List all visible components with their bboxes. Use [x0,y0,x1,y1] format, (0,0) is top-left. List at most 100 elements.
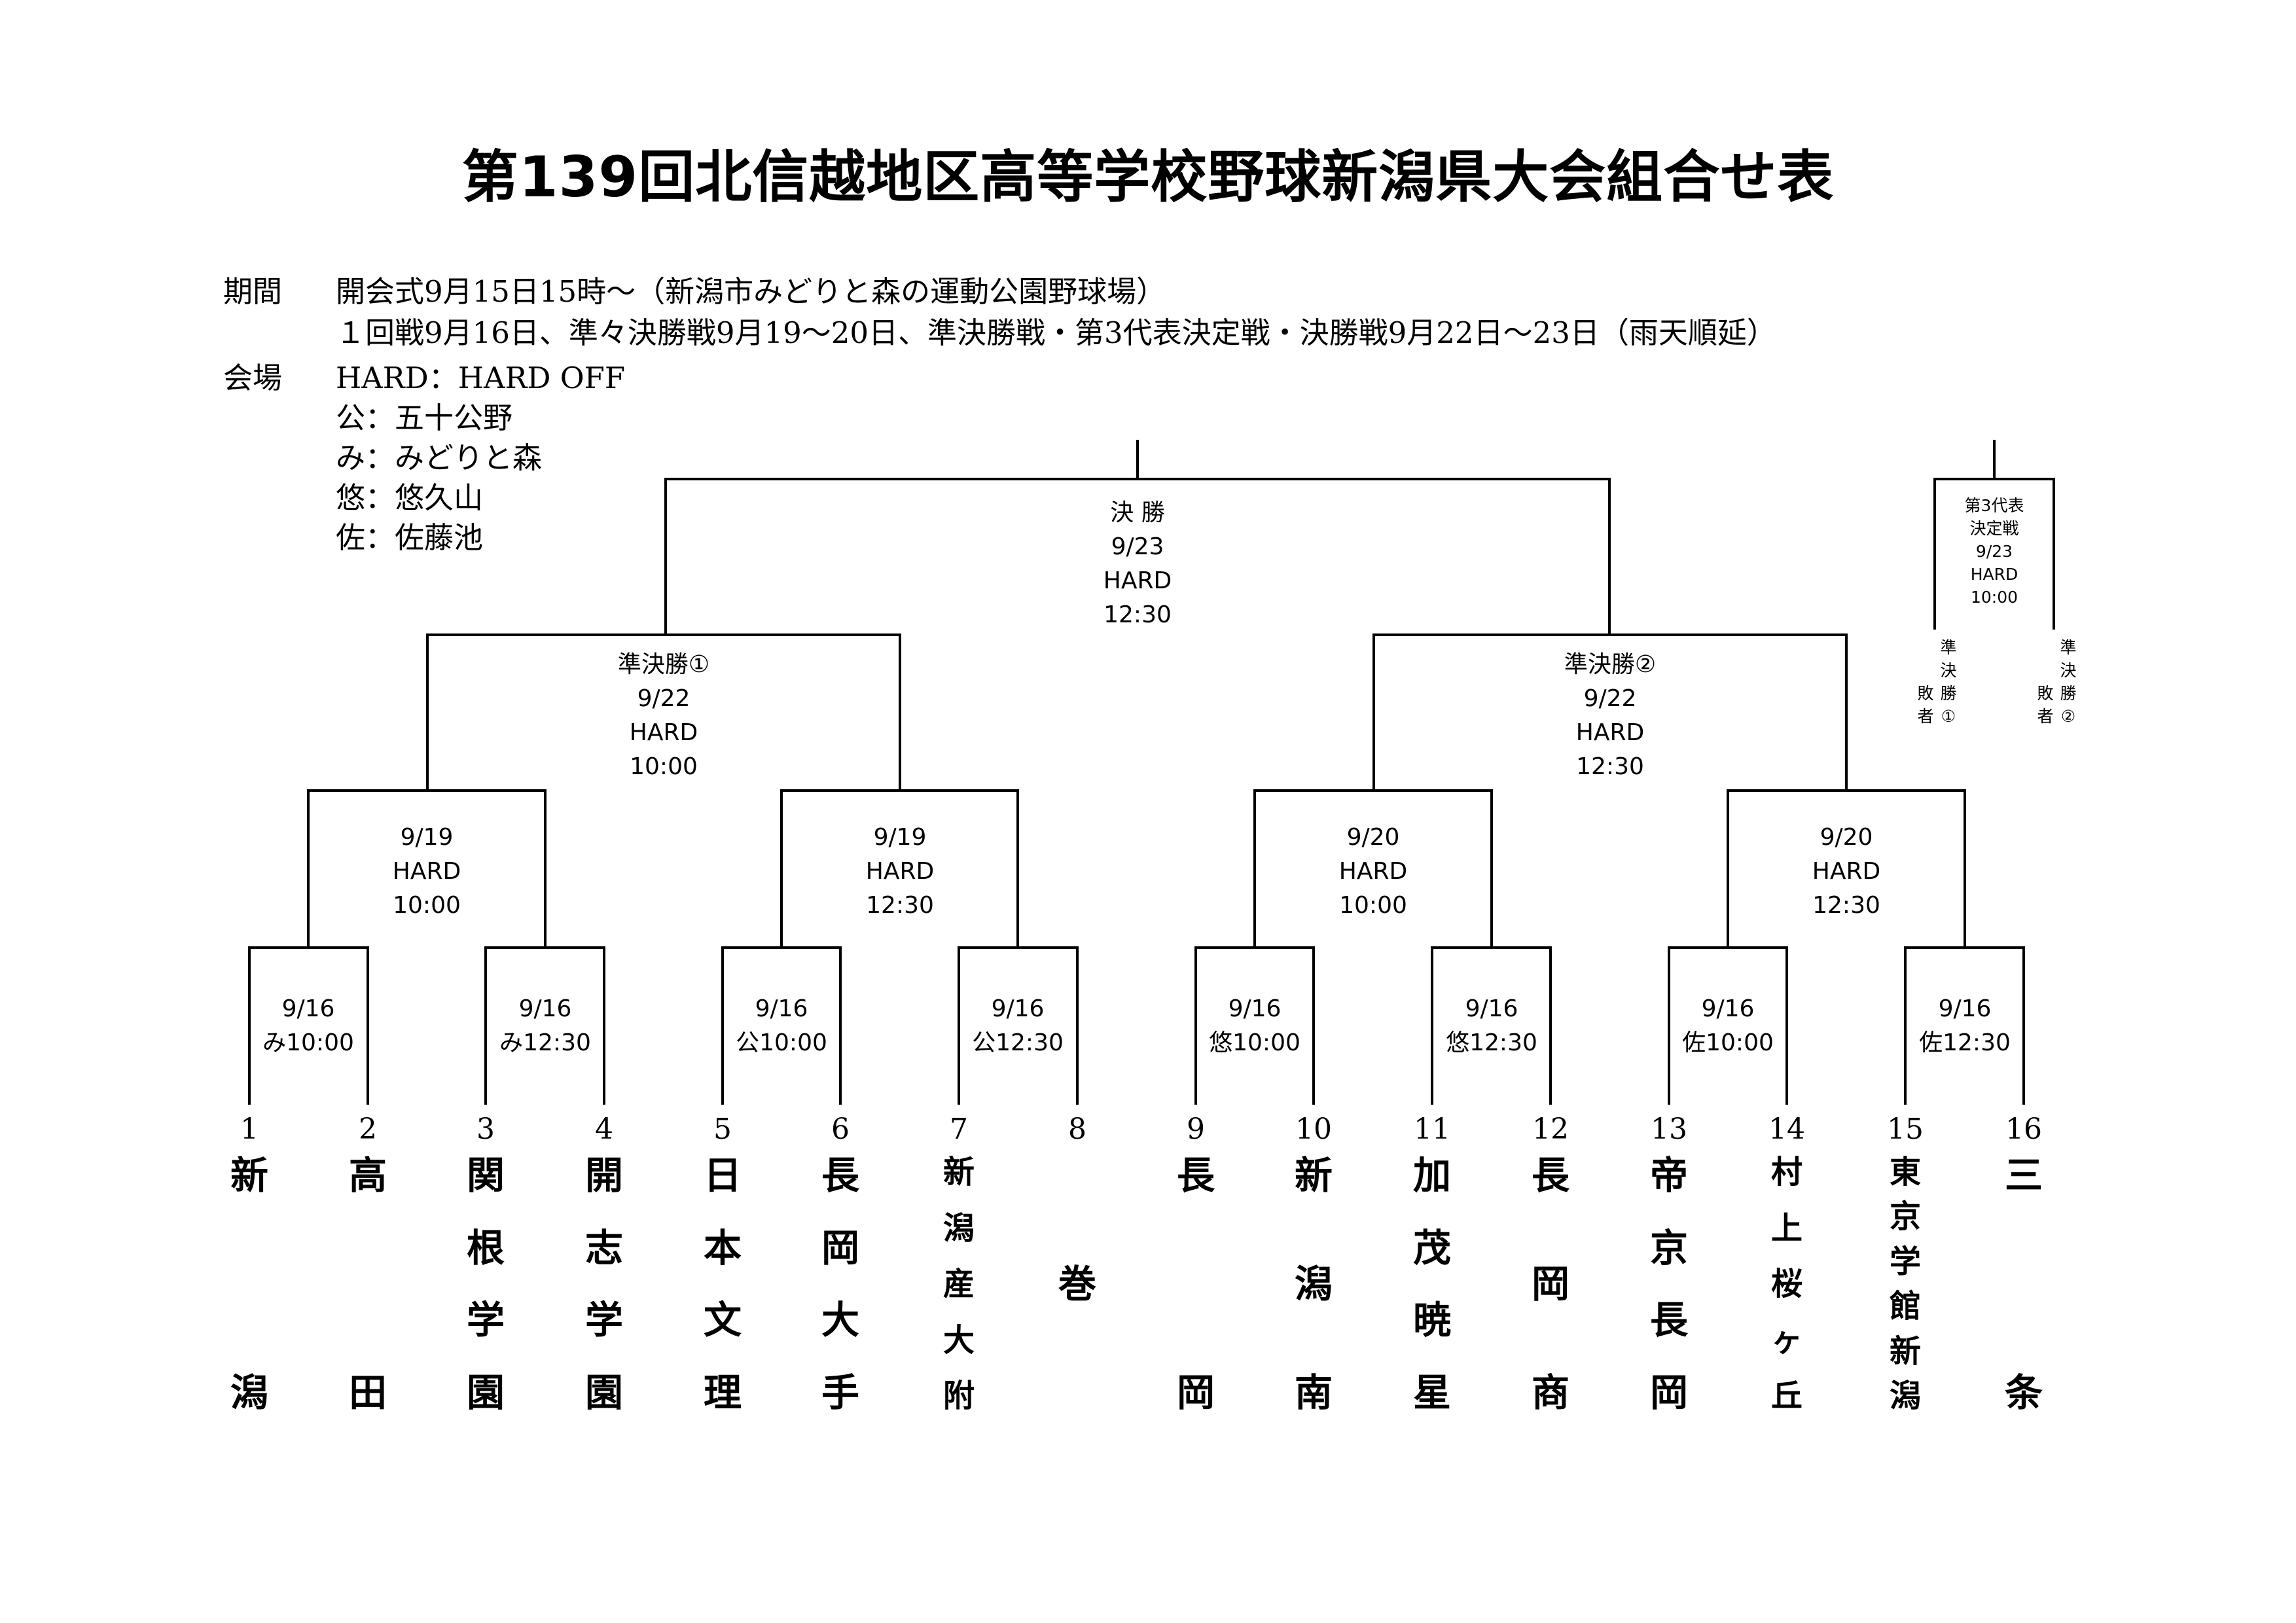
team-name: 関根学園 [459,1156,512,1412]
team-name-char: 岡 [1649,1370,1688,1415]
team-number: 12 [1532,1113,1569,1146]
team-name: 新潟 [223,1156,276,1412]
team-name: 新潟南 [1287,1156,1340,1412]
team-number: 13 [1651,1113,1687,1146]
team-name-char: 高 [348,1153,387,1198]
team-name-char: 岡 [821,1225,859,1270]
first-round-5-bracket [1194,946,1315,1105]
venue-item: HARD：HARD OFF [336,361,626,395]
team-number: 4 [595,1113,613,1146]
team-name-char: 星 [1412,1370,1451,1415]
team-name-char: 岡 [1176,1370,1215,1415]
team-name: 加茂暁星 [1406,1156,1458,1412]
first-round-6-bracket [1431,946,1552,1105]
team-name-char: 文 [703,1298,742,1343]
team-name: 三条 [1998,1156,2050,1412]
quarterfinal-3-bracket [1253,789,1493,948]
team-number: 7 [950,1113,968,1146]
team-name-char: 新 [1889,1332,1921,1370]
team-name: 開志学園 [578,1156,630,1412]
team-name: 長岡大手 [814,1156,867,1412]
team-name: 帝京長岡 [1643,1156,1695,1412]
team-name-char: 関 [466,1153,505,1198]
team-name-char: 園 [584,1370,623,1415]
team-name-char: 潟 [942,1209,975,1247]
team-name-char: 桜 [1770,1266,1803,1302]
team-number: 10 [1295,1113,1332,1146]
team-name-char: 産 [942,1266,975,1302]
quarterfinal-2-bracket [780,789,1019,948]
team-name-char: 長 [1531,1153,1570,1198]
first-round-2-bracket [484,946,605,1105]
first-round-4-bracket [958,946,1079,1105]
team-name-char: 茂 [1412,1225,1451,1270]
team-name-char: 館 [1889,1288,1921,1325]
team-number: 2 [359,1113,377,1146]
team-name-char: 丘 [1770,1378,1803,1414]
period-line-1: 開会式9月15日15時～（新潟市みどりと森の運動公園野球場） [336,274,1166,309]
team-name-char: 日 [703,1153,742,1198]
period-line-2: １回戦9月16日、準々決勝戦9月19～20日、準決勝戦・第3代表決定戦・決勝戦9… [336,315,1776,350]
team-name-char: 学 [466,1298,505,1343]
team-name-char: 大 [821,1298,859,1343]
team-name: 新潟産大附 [933,1156,985,1412]
team-name-char: ヶ [1770,1321,1803,1359]
team-name-char: 田 [348,1370,387,1415]
third-place-bracket [1933,478,2055,630]
team-name-char: 長 [1176,1153,1215,1198]
team-name-char: 附 [942,1378,975,1414]
team-name-char: 潟 [1294,1262,1333,1306]
team-name-char: 三 [2004,1153,2043,1198]
team-name-char: 京 [1889,1198,1921,1236]
team-name-char: 長 [1649,1298,1688,1343]
quarterfinal-4-bracket [1727,789,1966,948]
team-name-char: 条 [2004,1370,2043,1415]
team-name-char: 帝 [1649,1153,1688,1198]
team-name-char: 潟 [230,1370,268,1415]
team-number: 9 [1187,1113,1205,1146]
team-name-char: 東 [1889,1154,1921,1190]
team-name-char: 京 [1649,1225,1688,1270]
team-name-char: 学 [1889,1243,1921,1280]
venue-label: 会場 [223,361,283,395]
team-number: 3 [476,1113,495,1146]
semifinal-loser-1-label-lower: 敗者 [1917,684,1934,726]
team-name: 東京学館新潟 [1879,1156,1931,1412]
team-name-char: 開 [584,1153,623,1198]
team-name-char: 理 [703,1370,742,1415]
team-name-char: 新 [942,1154,975,1190]
team-name-char: 南 [1294,1370,1333,1415]
semifinal-loser-2-label: 準決 [2060,638,2077,680]
team-name-char: 園 [466,1370,505,1415]
team-name-char: 新 [1294,1153,1333,1198]
team-name: 日本文理 [696,1156,749,1412]
team-number: 5 [713,1113,732,1146]
team-name-char: 村 [1770,1154,1803,1190]
team-name-char: 本 [703,1225,742,1270]
team-name-char: 商 [1531,1370,1570,1415]
first-round-3-bracket [721,946,842,1105]
semifinal-loser-1-label: 準決 [1940,638,1957,680]
team-name-char: 加 [1412,1153,1451,1198]
team-name-char: 暁 [1412,1298,1451,1343]
team-name-char: 学 [584,1298,623,1343]
team-number: 11 [1414,1113,1450,1146]
team-name-char: 巻 [1058,1262,1096,1306]
semifinal-2-bracket [1372,633,1848,792]
team-name: 長岡商 [1524,1156,1577,1412]
team-number: 8 [1068,1113,1086,1146]
